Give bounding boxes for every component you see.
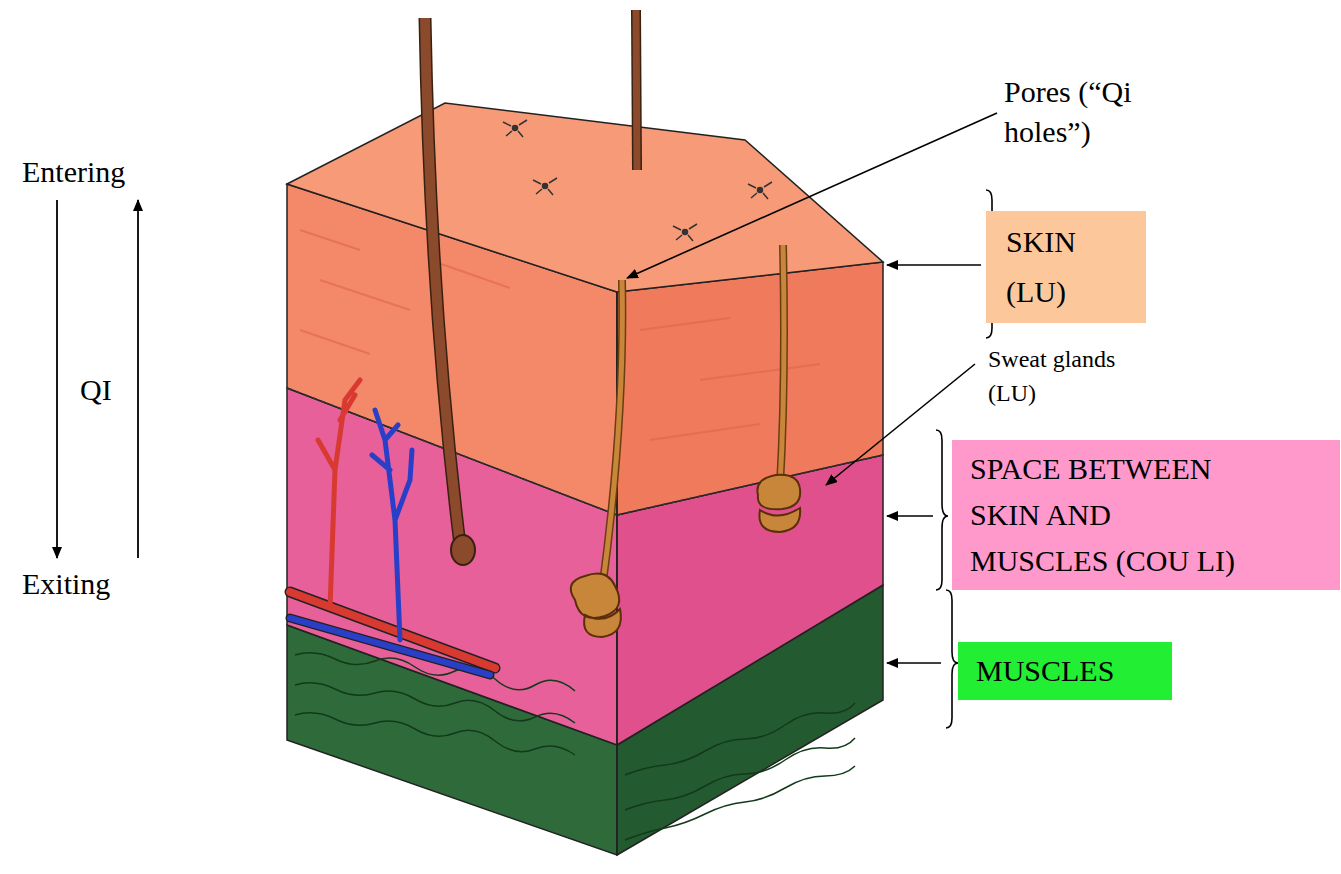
box-label: SPACE BETWEEN SKIN AND MUSCLES (COU LI) — [970, 446, 1245, 584]
annotation-label: Entering — [22, 154, 125, 190]
tissue-block — [287, 103, 883, 855]
annotation-label: Sweat glands (LU) — [988, 342, 1138, 410]
leader-lines — [627, 113, 997, 663]
qi-direction-arrows — [57, 200, 138, 558]
annotation-label: Pores (“Qi holes”) — [1004, 72, 1154, 152]
layer-box: SKIN (LU) — [986, 211, 1146, 323]
skin-texture — [300, 230, 820, 440]
layer-box: SPACE BETWEEN SKIN AND MUSCLES (COU LI) — [952, 440, 1340, 590]
layer-box: MUSCLES — [958, 642, 1172, 700]
hair — [425, 10, 637, 565]
annotation-label: Exiting — [22, 566, 110, 602]
muscle-texture — [295, 653, 855, 840]
box-label: MUSCLES — [976, 653, 1114, 689]
box-label: SKIN (LU) — [1006, 217, 1106, 317]
box-text-group: SKIN (LU) — [1006, 217, 1106, 317]
box-text-group: MUSCLES — [976, 653, 1114, 689]
layer-boundary — [617, 455, 883, 515]
box-text-group: SPACE BETWEEN SKIN AND MUSCLES (COU LI) — [970, 446, 1245, 584]
skin-surface — [287, 103, 883, 292]
skin-layer — [617, 262, 883, 515]
sweat-gland — [571, 245, 800, 637]
annotation-label: QI — [80, 372, 112, 408]
